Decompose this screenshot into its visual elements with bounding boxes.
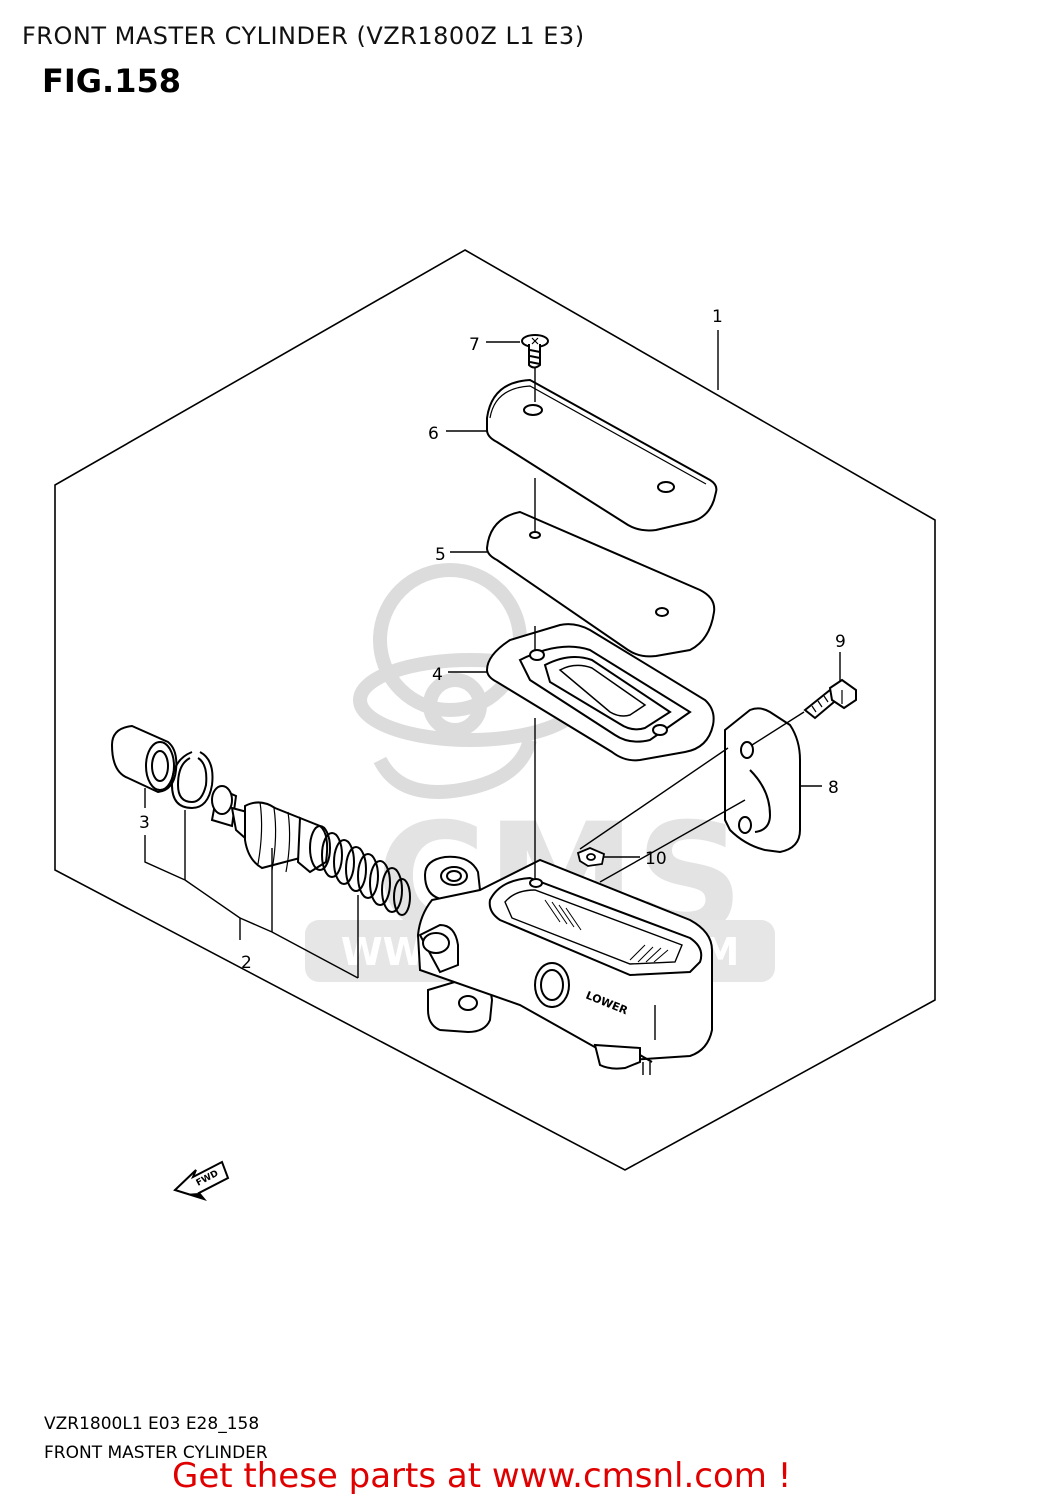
part-4-diaphragm bbox=[485, 623, 715, 762]
part-5-diaphragm-plate bbox=[485, 510, 716, 658]
return-spring bbox=[309, 825, 411, 916]
master-cylinder-body bbox=[416, 855, 713, 1075]
diagram-name: FRONT MASTER CYLINDER bbox=[44, 1443, 268, 1463]
callout-2: 2 bbox=[241, 953, 252, 973]
page-title: FRONT MASTER CYLINDER (VZR1800Z L1 E3) bbox=[22, 22, 585, 50]
callout-7: 7 bbox=[469, 335, 480, 355]
callout-8: 8 bbox=[828, 778, 839, 798]
callout-1: 1 bbox=[712, 307, 723, 327]
reservoir-hatching bbox=[544, 899, 669, 963]
circlip bbox=[170, 751, 214, 810]
fwd-direction-arrow: FWD bbox=[173, 1160, 230, 1201]
callout-5: 5 bbox=[435, 545, 446, 565]
figure-number: FIG.158 bbox=[42, 62, 181, 100]
diagram-code: VZR1800L1 E03 E28_158 bbox=[44, 1414, 260, 1434]
callout-3: 3 bbox=[139, 813, 150, 833]
part-2-piston-set bbox=[210, 785, 411, 916]
part-3-dust-boot bbox=[110, 724, 178, 794]
leader-lines bbox=[144, 330, 841, 979]
callout-6: 6 bbox=[428, 424, 439, 444]
callout-9: 9 bbox=[835, 632, 846, 652]
assembly-lines bbox=[534, 367, 805, 883]
part-8-clamp-holder bbox=[724, 707, 801, 854]
callout-4: 4 bbox=[432, 665, 443, 685]
part-10-clip bbox=[576, 847, 606, 867]
part-6-reservoir-cap bbox=[486, 378, 718, 532]
assembly-frame bbox=[54, 249, 936, 1171]
part-7-screw bbox=[521, 334, 549, 369]
promo-link-text[interactable]: Get these parts at www.cmsnl.com ! bbox=[172, 1456, 792, 1496]
part-9-bolt bbox=[803, 678, 857, 720]
callout-10: 10 bbox=[645, 849, 667, 869]
